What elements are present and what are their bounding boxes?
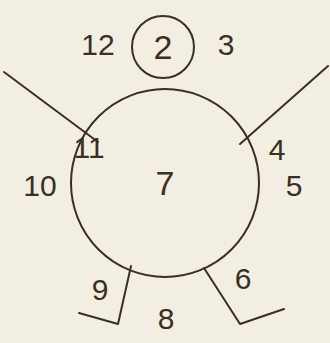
callout-number: 10 bbox=[23, 171, 56, 201]
callout-number: 5 bbox=[286, 171, 303, 201]
callout-number: 4 bbox=[269, 135, 286, 165]
circle-number: 2 bbox=[154, 30, 173, 64]
left-leg bbox=[79, 266, 131, 324]
left-arm bbox=[4, 72, 98, 142]
callout-number: 8 bbox=[158, 304, 175, 334]
head-circle: 2 bbox=[131, 15, 195, 79]
callout-number: 9 bbox=[92, 275, 109, 305]
right-arm bbox=[240, 66, 328, 144]
callout-number: 3 bbox=[218, 30, 235, 60]
callout-number: 6 bbox=[235, 264, 252, 294]
body-circle: 7 bbox=[70, 88, 260, 278]
circle-number: 7 bbox=[156, 166, 175, 200]
callout-number: 11 bbox=[73, 133, 104, 163]
callout-number: 12 bbox=[81, 30, 114, 60]
